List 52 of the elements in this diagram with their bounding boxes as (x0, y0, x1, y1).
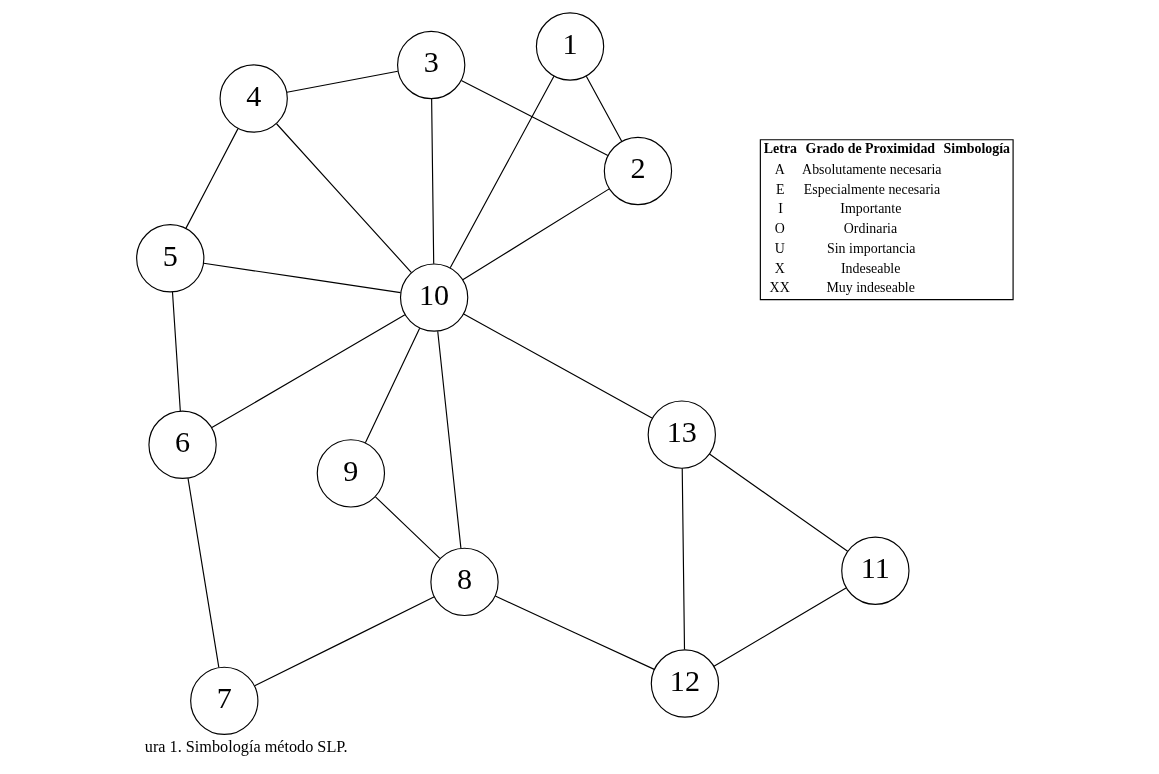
label: Ordinaria (843, 221, 898, 237)
connector (185, 128, 239, 229)
label: A (774, 162, 785, 178)
connector (374, 496, 441, 559)
label: Indeseable (840, 260, 901, 276)
connector (171, 291, 181, 412)
label: Absolutamente necesaria (802, 162, 942, 178)
node-circle: 11 (841, 536, 910, 605)
connector (203, 262, 402, 294)
label: Grado de Proximidad (805, 141, 936, 157)
connector (681, 467, 686, 651)
label: X (774, 260, 785, 276)
connector (275, 123, 413, 274)
node-circle: 10 (399, 263, 469, 332)
label: XX (769, 280, 790, 296)
connector (431, 98, 435, 265)
connector (463, 313, 653, 419)
label: U (774, 240, 785, 256)
connector (286, 70, 399, 93)
label: Sin importancia (827, 240, 916, 256)
connector (462, 188, 610, 281)
node-circle: 6 (148, 410, 217, 479)
connector (460, 79, 609, 157)
label: Muy indeseable (826, 280, 915, 296)
connector (494, 595, 655, 670)
label: Letra (763, 141, 798, 157)
node-circle: 12 (650, 649, 720, 718)
connector (437, 330, 462, 549)
connector (254, 596, 435, 687)
node-circle: 5 (136, 224, 205, 293)
node-circle: 13 (647, 400, 716, 469)
node-circle: 8 (430, 547, 499, 617)
connector (713, 587, 847, 667)
label: E (776, 181, 785, 197)
label: O (774, 221, 785, 237)
label: I (778, 201, 783, 217)
label: Simbología (943, 141, 1010, 157)
label: Importante (840, 201, 902, 217)
label: Especialmente necesaria (803, 181, 941, 197)
caption: ura 1. Simbología método SLP. (144, 738, 348, 757)
connector (449, 75, 555, 269)
connector (708, 453, 849, 552)
connector (187, 477, 220, 668)
node-circle: 9 (316, 439, 386, 508)
node-circle: 1 (535, 12, 605, 81)
node-circle: 2 (603, 136, 673, 206)
node-circle: 3 (397, 30, 466, 100)
connector (364, 327, 421, 444)
connector (211, 314, 406, 429)
node-circle: 4 (219, 64, 288, 133)
connector (585, 75, 623, 142)
node-circle: 7 (190, 666, 259, 736)
